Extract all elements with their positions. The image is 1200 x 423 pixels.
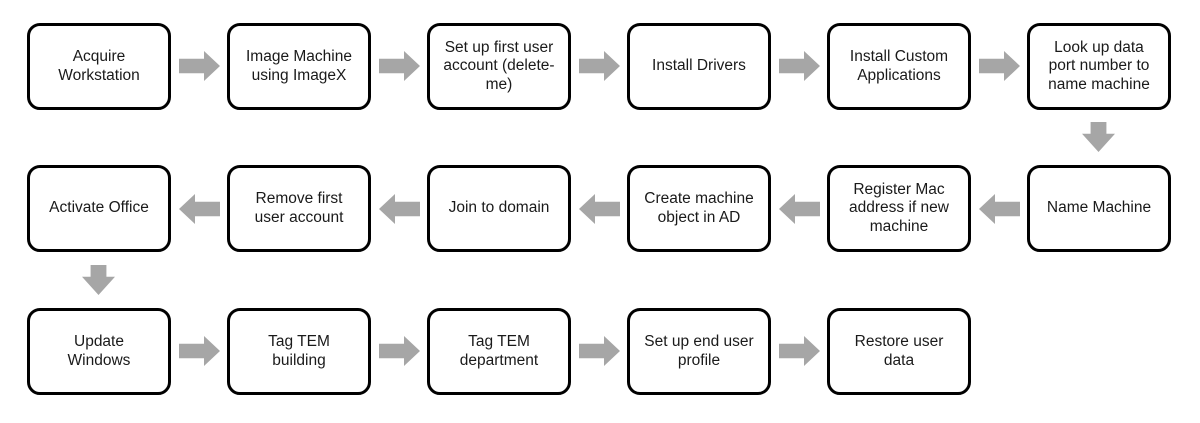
flow-step-install-drivers: Install Drivers [627,23,771,110]
flow-step-update-windows: Update Windows [27,308,171,395]
arrow-left-icon [779,194,820,224]
flow-step-remove-first-user: Remove first user account [227,165,371,252]
flow-step-tag-tem-building: Tag TEM building [227,308,371,395]
flow-step-label: Install Custom Applications [849,48,949,84]
flow-step-join-domain: Join to domain [427,165,571,252]
flow-step-restore-user-data: Restore user data [827,308,971,395]
flow-step-label: Activate Office [49,199,149,217]
flow-step-setup-first-user: Set up first user account (delete-me) [427,23,571,110]
flow-step-label: Name Machine [1046,199,1152,217]
arrow-left-icon [579,194,620,224]
arrow-left-icon [979,194,1020,224]
arrow-left-icon [179,194,220,224]
arrow-right-icon [379,51,420,81]
flow-step-create-machine-object: Create machine object in AD [627,165,771,252]
flow-step-name-machine: Name Machine [1027,165,1171,252]
flow-step-label: Tag TEM building [268,333,330,369]
flow-step-label: Join to domain [448,199,550,217]
flow-step-label: Install Drivers [652,57,746,75]
arrow-right-icon [979,51,1020,81]
flow-step-register-mac: Register Mac address if new machine [827,165,971,252]
flow-step-label: Restore user data [854,333,944,369]
arrow-right-icon [579,51,620,81]
arrow-down-icon [1082,122,1115,152]
flow-step-label: Look up data port number to name machine [1048,39,1150,93]
flow-step-tag-tem-department: Tag TEM department [427,308,571,395]
arrow-right-icon [779,51,820,81]
flow-step-label: Tag TEM department [459,333,539,369]
flow-step-lookup-data-port: Look up data port number to name machine [1027,23,1171,110]
arrow-right-icon [179,336,220,366]
flow-step-acquire-workstation: Acquire Workstation [27,23,171,110]
flow-step-label: Acquire Workstation [58,48,140,84]
flow-step-label: Set up first user account (delete-me) [443,39,555,93]
flow-step-label: Image Machine using ImageX [246,48,352,84]
flow-step-activate-office: Activate Office [27,165,171,252]
arrow-left-icon [379,194,420,224]
arrow-right-icon [579,336,620,366]
flow-step-label: Create machine object in AD [644,190,754,226]
flow-step-label: Register Mac address if new machine [849,181,949,235]
arrow-down-icon [82,265,115,295]
arrow-right-icon [779,336,820,366]
flow-step-image-machine: Image Machine using ImageX [227,23,371,110]
flow-step-label: Update Windows [67,333,131,369]
arrow-right-icon [179,51,220,81]
flow-step-label: Remove first user account [254,190,344,226]
arrow-right-icon [379,336,420,366]
flow-step-install-custom-apps: Install Custom Applications [827,23,971,110]
flow-step-setup-end-user-profile: Set up end user profile [627,308,771,395]
flow-step-label: Set up end user profile [644,333,754,369]
